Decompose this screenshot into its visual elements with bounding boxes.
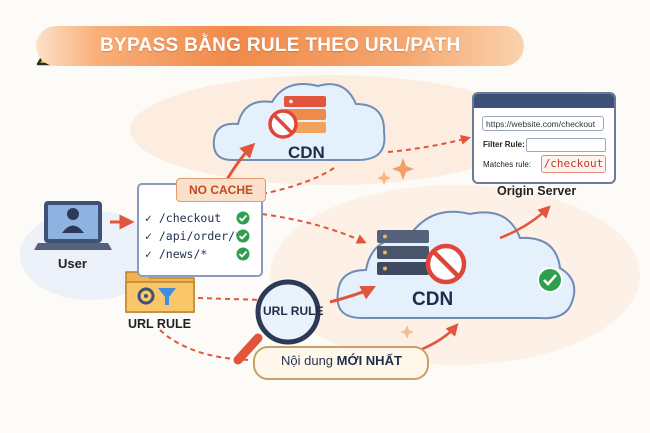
url-rule-folder-icon <box>125 271 195 313</box>
filter-rule-label: Filter Rule: <box>483 140 525 149</box>
origin-server-label: Origin Server <box>497 184 577 198</box>
title-banner <box>36 26 524 66</box>
url-rule-label: URL RULE <box>128 317 191 331</box>
rule-item: ✓ /news/* <box>145 247 208 261</box>
matches-rule-label: Matches rule: <box>483 160 532 169</box>
arrow-cdn-main-to-origin <box>499 205 551 240</box>
rule-item: ✓ /checkout <box>145 211 222 225</box>
arrow-cdn-to-origin <box>387 134 471 153</box>
cdn-main-server-icon <box>377 230 429 275</box>
cdn-top-label: CDN <box>288 143 325 162</box>
user-label: User <box>58 256 87 271</box>
page-title: BYPASS BẰNG RULE THEO URL/PATH <box>100 35 461 56</box>
cdn-main-label: CDN <box>412 289 454 310</box>
filter-rule-field <box>526 138 606 152</box>
content-badge <box>253 346 429 380</box>
rule-item: ✓ /api/order/* <box>145 229 242 243</box>
matches-rule-value: /checkout <box>541 155 606 173</box>
sparkle-icon <box>392 158 414 180</box>
arrow-rules-to-cdn-main <box>261 213 367 244</box>
forbidden-icon-top <box>268 109 298 139</box>
magnifier-icon <box>233 279 321 365</box>
forbidden-icon-main <box>425 243 467 285</box>
user-laptop-icon <box>34 201 112 250</box>
check-icon-cdn <box>537 267 563 293</box>
rule-check-icons <box>236 211 250 261</box>
browser-titlebar <box>474 94 614 108</box>
origin-browser-window: https://website.com/checkout Filter Rule… <box>472 92 616 184</box>
origin-url: https://website.com/checkout <box>482 116 604 131</box>
magnifier-label: URL RULE <box>263 304 324 318</box>
content-badge-text: Nội dung MỚI NHẤT <box>281 353 402 368</box>
no-cache-tag: NO CACHE <box>176 178 266 202</box>
